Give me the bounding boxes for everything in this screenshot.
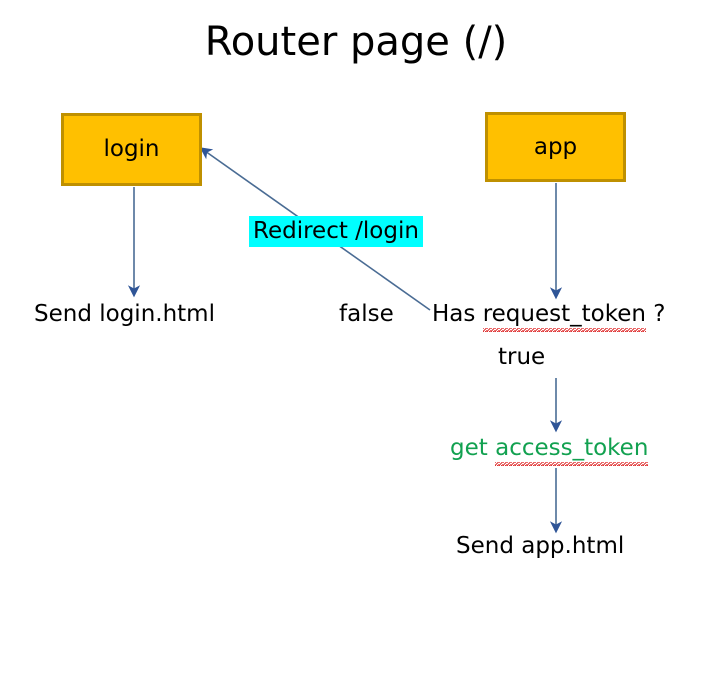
label-has-request-token: Has request_token ?	[432, 299, 666, 332]
edge-label-true: true	[498, 344, 546, 370]
has-request-token-prefix: Has	[432, 301, 483, 327]
label-get-access-token: get access_token	[450, 433, 649, 466]
node-login[interactable]: login	[61, 113, 202, 186]
edge-label-false: false	[339, 301, 394, 327]
edge-label-redirect-login: Redirect /login	[249, 216, 423, 247]
get-access-token-term: access_token	[495, 435, 649, 466]
label-send-app-html: Send app.html	[456, 533, 625, 559]
page-title: Router page (/)	[204, 19, 508, 65]
has-request-token-suffix: ?	[645, 301, 666, 327]
node-app[interactable]: app	[485, 112, 626, 182]
node-app-label: app	[533, 133, 578, 160]
get-access-token-prefix: get	[450, 435, 496, 461]
node-login-label: login	[103, 136, 160, 162]
label-send-login-html: Send login.html	[34, 301, 215, 327]
has-request-token-term: request_token	[482, 301, 647, 332]
